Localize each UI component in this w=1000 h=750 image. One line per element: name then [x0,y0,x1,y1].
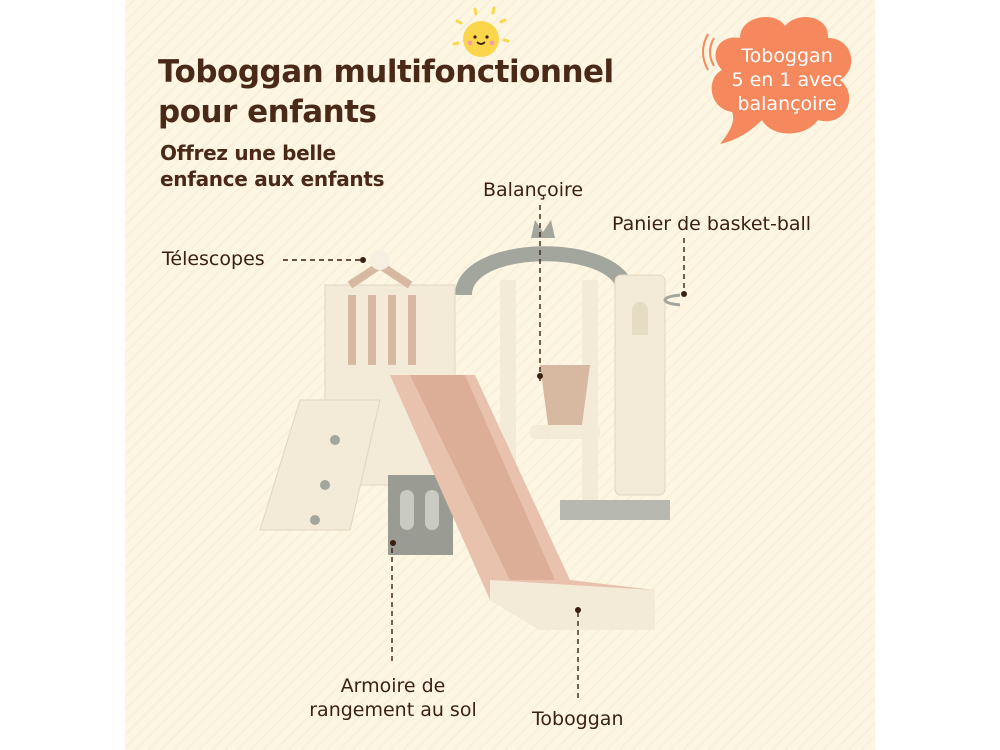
callout-basketball-hoop: Panier de basket-ball [612,213,812,235]
callout-slide: Toboggan [532,708,624,730]
badge-line-3: balançoire [737,93,837,115]
callout-telescopes: Télescopes [162,248,265,270]
subtitle-line-2: enfance aux enfants [160,167,385,191]
page-title: Toboggan multifonctionnel pour enfants [158,52,614,132]
title-line-2: pour enfants [158,94,377,130]
callout-storage: Armoire de rangement au sol [298,674,488,722]
title-line-1: Toboggan multifonctionnel [158,54,614,90]
callout-storage-line-1: Armoire de [340,675,446,697]
badge-line-2: 5 en 1 avec [731,69,843,91]
badge-line-1: Toboggan [741,45,833,67]
speech-cloud-icon [702,16,852,145]
sun-icon [452,6,510,57]
callout-swing: Balançoire [483,179,584,201]
playset-illustration [259,220,680,630]
subtitle-line-1: Offrez une belle [160,141,336,165]
badge-text: Toboggan 5 en 1 avec balançoire [712,44,862,116]
subtitle: Offrez une belle enfance aux enfants [160,140,385,192]
callout-storage-line-2: rangement au sol [309,699,477,721]
